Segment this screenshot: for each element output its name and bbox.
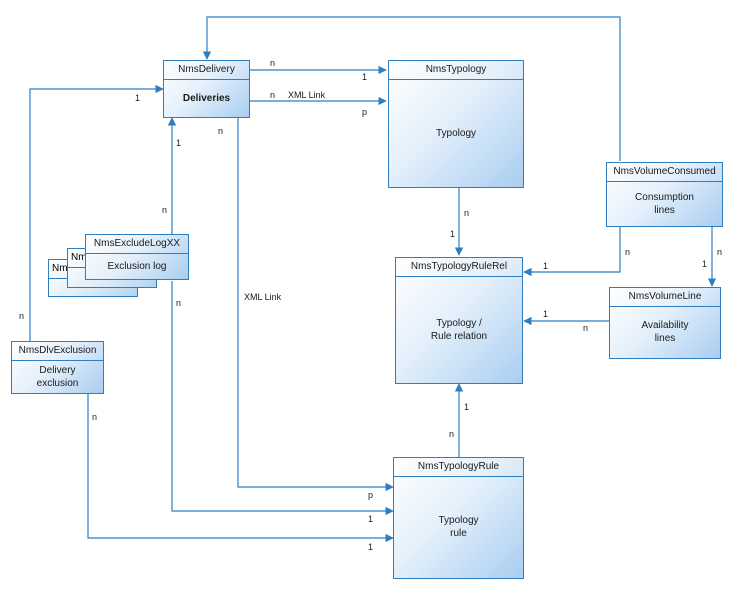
entity-nms-typology-rule-label: Typology rule bbox=[438, 515, 479, 539]
link-label-delivery-typology-xml: XML Link bbox=[288, 90, 326, 100]
link-volumeconsumed-rulerel bbox=[523, 227, 621, 277]
link-dlvexclusion-rule bbox=[87, 394, 394, 543]
card-typology-rel-n: n bbox=[464, 208, 470, 218]
entity-nms-volume-line-name: NmsVolumeLine bbox=[610, 288, 720, 307]
card-delivery-typology-1: 1 bbox=[362, 72, 368, 82]
entity-nms-volume-consumed[interactable]: NmsVolumeConsumed Consumption lines bbox=[606, 162, 723, 227]
card-delivery-rule-p: p bbox=[368, 490, 374, 500]
card-feedback-1: 1 bbox=[135, 93, 141, 103]
entity-nms-exclude-log[interactable]: NmsExcludeLogXX Exclusion log bbox=[85, 234, 189, 280]
link-label-delivery-rule-xml: XML Link bbox=[244, 292, 282, 302]
card-typology-rel-1: 1 bbox=[450, 229, 456, 239]
card-rule-rel-n: n bbox=[449, 429, 455, 439]
entity-nms-delivery-label: Deliveries bbox=[182, 92, 231, 104]
entity-nms-typology-rule-rel-label: Typology / Rule relation bbox=[430, 317, 488, 342]
entity-nms-delivery[interactable]: NmsDelivery Deliveries bbox=[163, 60, 250, 118]
entity-nms-typology-rule-rel-name: NmsTypologyRuleRel bbox=[396, 258, 522, 277]
entity-nms-volume-line-label: Availability lines bbox=[641, 320, 689, 344]
card-rule-rel-1: 1 bbox=[464, 402, 470, 412]
card-dlvexcl-rule-1: 1 bbox=[368, 542, 374, 552]
link-dlvexclusion-delivery bbox=[29, 84, 164, 341]
entity-nms-typology-name: NmsTypology bbox=[389, 61, 523, 80]
card-log-rule-1: 1 bbox=[368, 514, 374, 524]
entity-nms-typology[interactable]: NmsTypology Typology bbox=[388, 60, 524, 188]
card-delivery-rule-n: n bbox=[218, 126, 224, 136]
entity-nms-typology-label: Typology bbox=[435, 127, 477, 139]
card-delivery-typology-xml-n: n bbox=[270, 90, 276, 100]
entity-nms-dlv-exclusion-label: Delivery exclusion bbox=[36, 364, 79, 389]
card-delivery-typology-n: n bbox=[270, 58, 276, 68]
card-consumed-rel-1: 1 bbox=[543, 261, 549, 271]
card-delivery-typology-xml-p: p bbox=[362, 107, 368, 117]
entity-nms-dlv-exclusion-name: NmsDlvExclusion bbox=[12, 342, 103, 361]
card-delivery-log-1: 1 bbox=[176, 138, 182, 148]
card-dlvexcl-delivery-n: n bbox=[19, 311, 25, 321]
card-volline-rel-n: n bbox=[583, 323, 589, 333]
card-consumed-line-n: n bbox=[717, 247, 723, 257]
entity-nms-typology-rule-name: NmsTypologyRule bbox=[394, 458, 523, 477]
entity-nms-exclude-log-name: NmsExcludeLogXX bbox=[86, 235, 188, 254]
entity-nms-typology-rule[interactable]: NmsTypologyRule Typology rule bbox=[393, 457, 524, 579]
entity-nms-dlv-exclusion[interactable]: NmsDlvExclusion Delivery exclusion bbox=[11, 341, 104, 394]
link-delivery-rule-xml bbox=[237, 118, 394, 492]
link-volumeconsumed-delivery bbox=[202, 16, 621, 161]
entity-nms-volume-consumed-name: NmsVolumeConsumed bbox=[607, 163, 722, 182]
entity-nms-volume-consumed-label: Consumption lines bbox=[635, 191, 694, 216]
card-consumed-line-1: 1 bbox=[702, 259, 708, 269]
entity-nms-typology-rule-rel[interactable]: NmsTypologyRuleRel Typology / Rule relat… bbox=[395, 257, 523, 384]
card-dlvexcl-rule-n: n bbox=[92, 412, 98, 422]
entity-nms-volume-line[interactable]: NmsVolumeLine Availability lines bbox=[609, 287, 721, 359]
card-volline-rel-1: 1 bbox=[543, 309, 549, 319]
entity-nms-delivery-name: NmsDelivery bbox=[164, 61, 249, 80]
card-consumed-rel-n: n bbox=[625, 247, 631, 257]
card-log-rule-n: n bbox=[176, 298, 182, 308]
link-excludelog-rule bbox=[171, 281, 394, 516]
entity-nms-exclude-log-label: Exclusion log bbox=[107, 260, 167, 272]
card-delivery-log-n: n bbox=[162, 205, 168, 215]
